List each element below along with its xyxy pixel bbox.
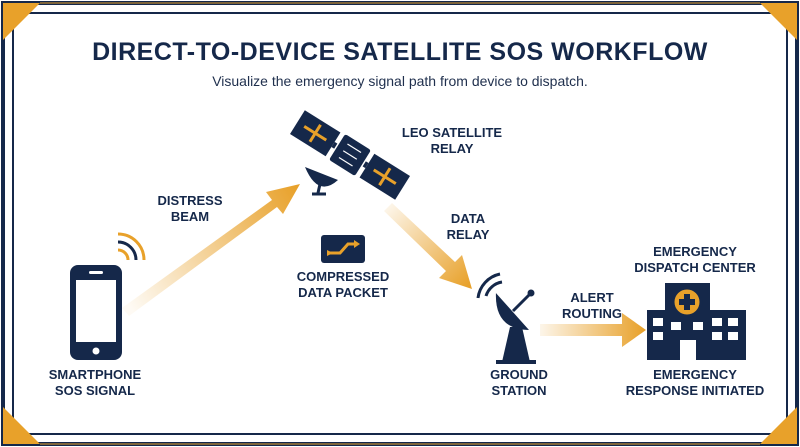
- smartphone-icon: [70, 232, 146, 360]
- corner-top-left: [3, 3, 40, 40]
- page-subtitle: Visualize the emergency signal path from…: [212, 73, 588, 89]
- page-title: DIRECT-TO-DEVICE SATELLITE SOS WORKFLOW: [92, 38, 708, 66]
- data-relay-label: DATA RELAY: [446, 211, 490, 242]
- corner-bottom-right: [760, 407, 797, 444]
- alert-routing-arrow: [540, 313, 646, 347]
- emergency-response-label: EMERGENCY RESPONSE INITIATED: [625, 367, 765, 398]
- satellite-dish-icon: [476, 272, 536, 364]
- data-relay-arrow: [384, 203, 472, 289]
- satellite-dish-small-icon: [305, 167, 338, 196]
- corner-bottom-left: [3, 407, 40, 444]
- distress-beam-arrow: [122, 184, 300, 316]
- satellite-icon: [290, 110, 410, 200]
- smartphone-label: SMARTPHONE SOS SIGNAL: [48, 367, 142, 398]
- corner-top-right: [760, 3, 797, 40]
- ground-station-label: GROUND STATION: [490, 367, 548, 398]
- dispatch-center-label: EMERGENCY DISPATCH CENTER: [634, 244, 756, 275]
- data-packet-label: COMPRESSED DATA PACKET: [296, 269, 390, 300]
- alert-routing-label: ALERT ROUTING: [562, 290, 622, 321]
- satellite-label: LEO SATELLITE RELAY: [401, 125, 503, 156]
- hospital-building-icon: [647, 283, 746, 360]
- distress-beam-label: DISTRESS BEAM: [157, 193, 223, 224]
- data-packet-icon: [321, 235, 365, 263]
